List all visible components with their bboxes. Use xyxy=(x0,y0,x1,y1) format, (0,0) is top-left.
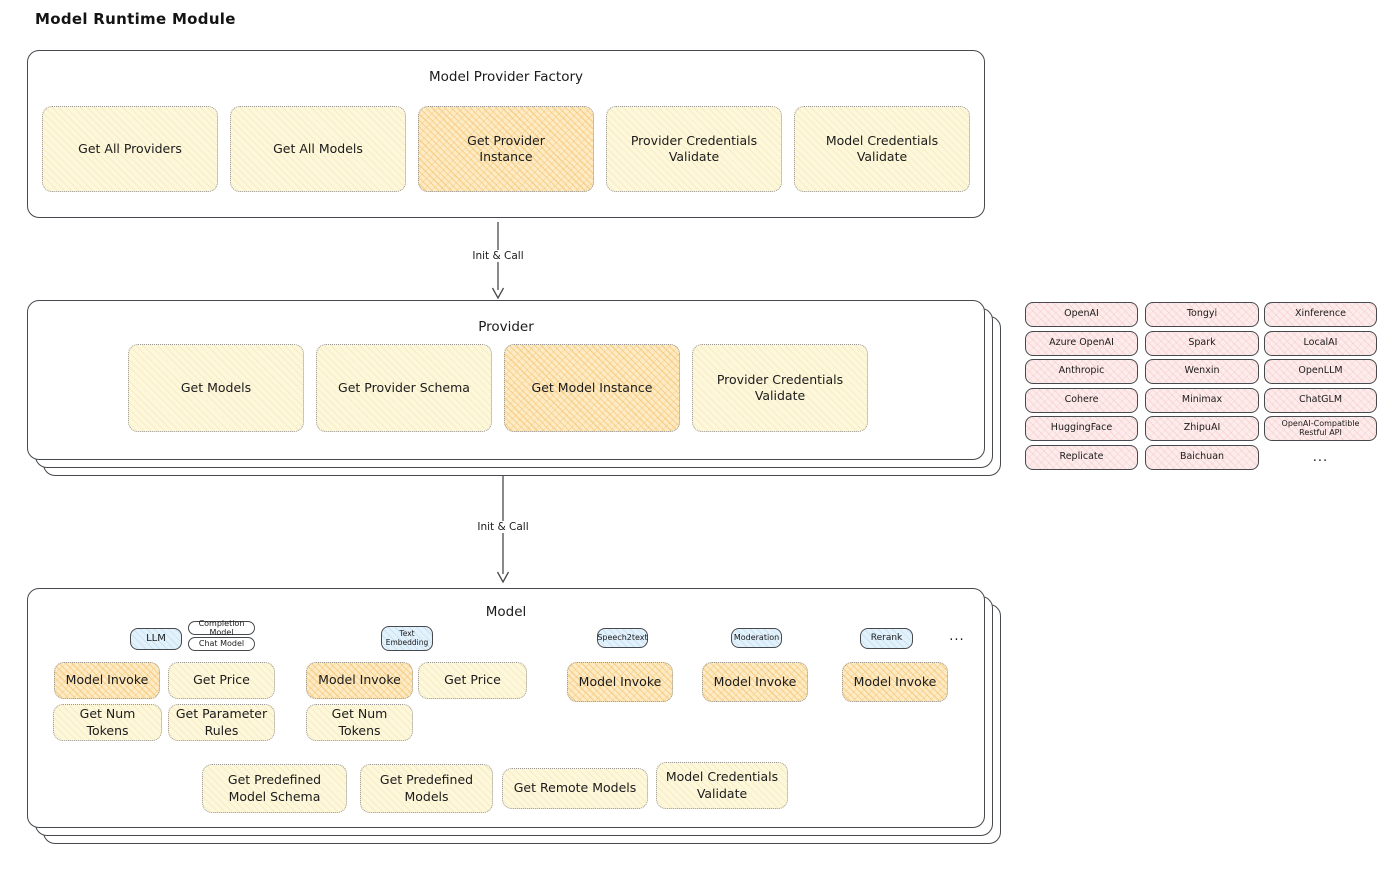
node-get-all-providers: Get All Providers xyxy=(42,106,218,192)
arrow2-label: Init & Call xyxy=(473,521,533,533)
provider-cell-spark: Spark xyxy=(1145,331,1259,356)
provider-grid-ellipsis: ... xyxy=(1312,450,1329,465)
provider-cell-openai-compatible: OpenAI-Compatible Restful API xyxy=(1264,416,1377,441)
node-llm-get-num-tokens: Get Num Tokens xyxy=(53,704,162,741)
tab-moderation: Moderation xyxy=(731,628,782,648)
provider-cell-openllm: OpenLLM xyxy=(1264,359,1377,384)
provider-cell-cohere: Cohere xyxy=(1025,388,1138,413)
node-get-predefined-model-schema: Get Predefined Model Schema xyxy=(202,764,347,813)
provider-cell-anthropic: Anthropic xyxy=(1025,359,1138,384)
provider-cell-localai: LocalAI xyxy=(1264,331,1377,356)
factory-frame-title: Model Provider Factory xyxy=(428,69,583,85)
node-provider-credentials-validate: Provider Credentials Validate xyxy=(606,106,782,192)
node-model-credentials-validate: Model Credentials Validate xyxy=(794,106,970,192)
node-provider-credentials-validate-2: Provider Credentials Validate xyxy=(692,344,868,432)
node-llm-get-price: Get Price xyxy=(168,662,275,699)
model-frame-title: Model xyxy=(485,604,527,620)
node-text-embedding-get-price: Get Price xyxy=(418,662,527,699)
node-get-provider-instance: Get Provider Instance xyxy=(418,106,594,192)
tab-completion-model: Completion Model xyxy=(188,619,255,637)
node-get-models: Get Models xyxy=(128,344,304,432)
provider-cell-xinference: Xinference xyxy=(1264,302,1377,327)
provider-cell-wenxin: Wenxin xyxy=(1145,359,1259,384)
tabs-ellipsis: ... xyxy=(949,628,965,644)
provider-cell-zhipuai: ZhipuAI xyxy=(1145,416,1259,441)
tab-chat-model: Chat Model xyxy=(188,637,255,651)
node-speech2text-model-invoke: Model Invoke xyxy=(567,662,673,702)
provider-cell-baichuan: Baichuan xyxy=(1145,445,1259,470)
provider-cell-replicate: Replicate xyxy=(1025,445,1138,470)
node-moderation-model-invoke: Model Invoke xyxy=(702,662,808,702)
provider-cell-chatglm: ChatGLM xyxy=(1264,388,1377,413)
tab-llm: LLM xyxy=(130,628,182,650)
node-get-provider-schema: Get Provider Schema xyxy=(316,344,492,432)
node-get-predefined-models: Get Predefined Models xyxy=(360,764,493,813)
provider-cell-huggingface: HuggingFace xyxy=(1025,416,1138,441)
tab-text-embedding: Text Embedding xyxy=(381,626,433,651)
arrow1-label: Init & Call xyxy=(468,250,528,262)
node-get-all-models: Get All Models xyxy=(230,106,406,192)
node-get-model-instance: Get Model Instance xyxy=(504,344,680,432)
tab-speech2text: Speech2text xyxy=(597,628,648,648)
node-llm-get-parameter-rules: Get Parameter Rules xyxy=(168,704,275,741)
diagram-title: Model Runtime Module xyxy=(35,10,236,28)
provider-frame-title: Provider xyxy=(478,319,534,335)
tab-rerank: Rerank xyxy=(860,628,913,649)
node-get-remote-models: Get Remote Models xyxy=(502,768,648,809)
provider-cell-azure-openai: Azure OpenAI xyxy=(1025,331,1138,356)
provider-cell-openai: OpenAI xyxy=(1025,302,1138,327)
node-text-embedding-model-invoke: Model Invoke xyxy=(306,662,413,699)
node-model-credentials-validate-footer: Model Credentials Validate xyxy=(656,762,788,809)
provider-cell-minimax: Minimax xyxy=(1145,388,1259,413)
node-rerank-model-invoke: Model Invoke xyxy=(842,662,948,702)
node-llm-model-invoke: Model Invoke xyxy=(54,662,160,699)
node-text-embedding-get-num-tokens: Get Num Tokens xyxy=(306,704,413,741)
provider-cell-tongyi: Tongyi xyxy=(1145,302,1259,327)
